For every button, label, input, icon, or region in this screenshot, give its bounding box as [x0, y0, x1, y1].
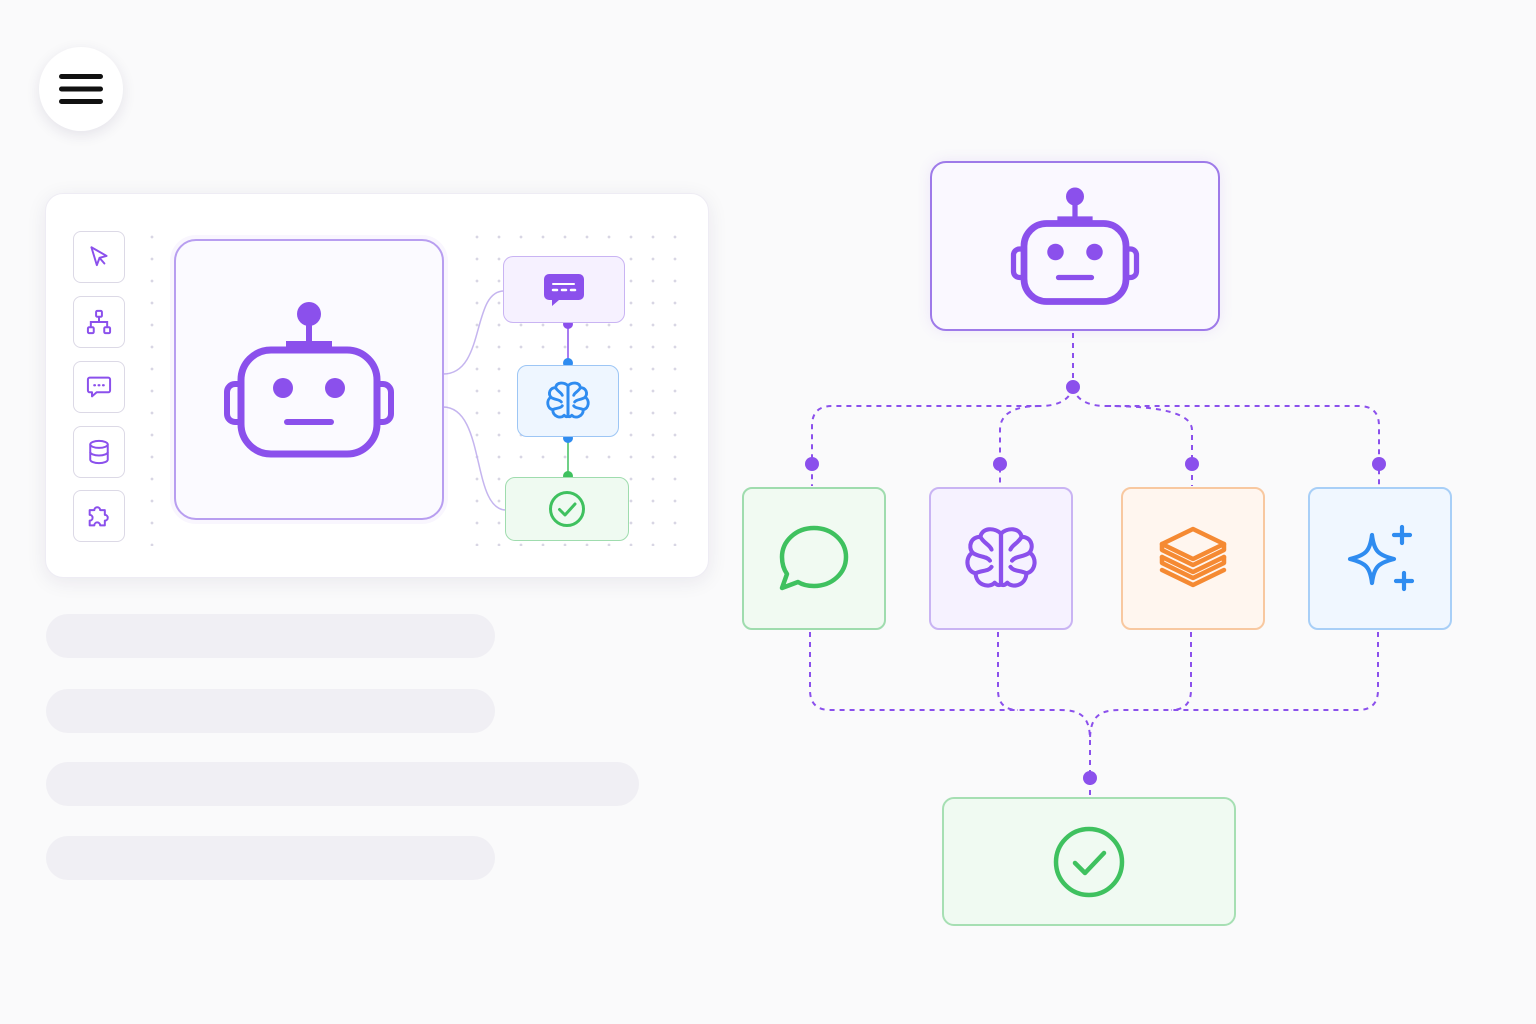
mini-chat-node[interactable] — [503, 256, 625, 323]
chat-tool[interactable] — [73, 361, 125, 413]
brain-branch-node[interactable] — [929, 487, 1073, 630]
cursor-pointer-icon — [90, 246, 108, 267]
placeholder-line-2 — [46, 689, 495, 733]
mini-flow-connectors — [442, 290, 573, 511]
plugin-tool[interactable] — [73, 490, 125, 542]
result-node[interactable] — [942, 797, 1236, 926]
check-circle-icon — [549, 491, 585, 527]
chat-branch-node[interactable] — [742, 487, 886, 630]
brain-icon — [546, 381, 590, 419]
layers-branch-node[interactable] — [1121, 487, 1265, 630]
placeholder-line-4 — [46, 836, 495, 880]
database-tool[interactable] — [73, 426, 125, 478]
menu-button[interactable] — [39, 47, 123, 131]
robot-icon — [224, 301, 394, 457]
chat-bubble-icon — [544, 273, 584, 306]
robot-icon — [1010, 187, 1140, 305]
database-icon — [89, 439, 109, 465]
hierarchy-tool[interactable] — [73, 296, 125, 348]
canvas-grid-left — [141, 226, 156, 546]
root-agent-node[interactable] — [930, 161, 1220, 331]
placeholder-line-1 — [46, 614, 495, 658]
mini-brain-node[interactable] — [517, 365, 619, 437]
chat-bubble-icon — [779, 525, 849, 590]
brain-icon — [965, 526, 1037, 588]
agent-node[interactable] — [174, 239, 444, 520]
mini-result-node[interactable] — [505, 477, 629, 541]
check-circle-icon — [1053, 826, 1125, 897]
placeholder-line-3 — [46, 762, 639, 806]
hierarchy-icon — [86, 309, 112, 335]
chat-bubble-icon — [86, 376, 112, 398]
cursor-tool[interactable] — [73, 231, 125, 283]
flow-editor-panel — [45, 193, 709, 578]
layers-icon — [1159, 526, 1227, 587]
hamburger-menu-icon — [59, 74, 103, 104]
puzzle-icon — [88, 506, 109, 527]
sparkle-branch-node[interactable] — [1308, 487, 1452, 630]
sparkle-icon — [1347, 524, 1415, 591]
